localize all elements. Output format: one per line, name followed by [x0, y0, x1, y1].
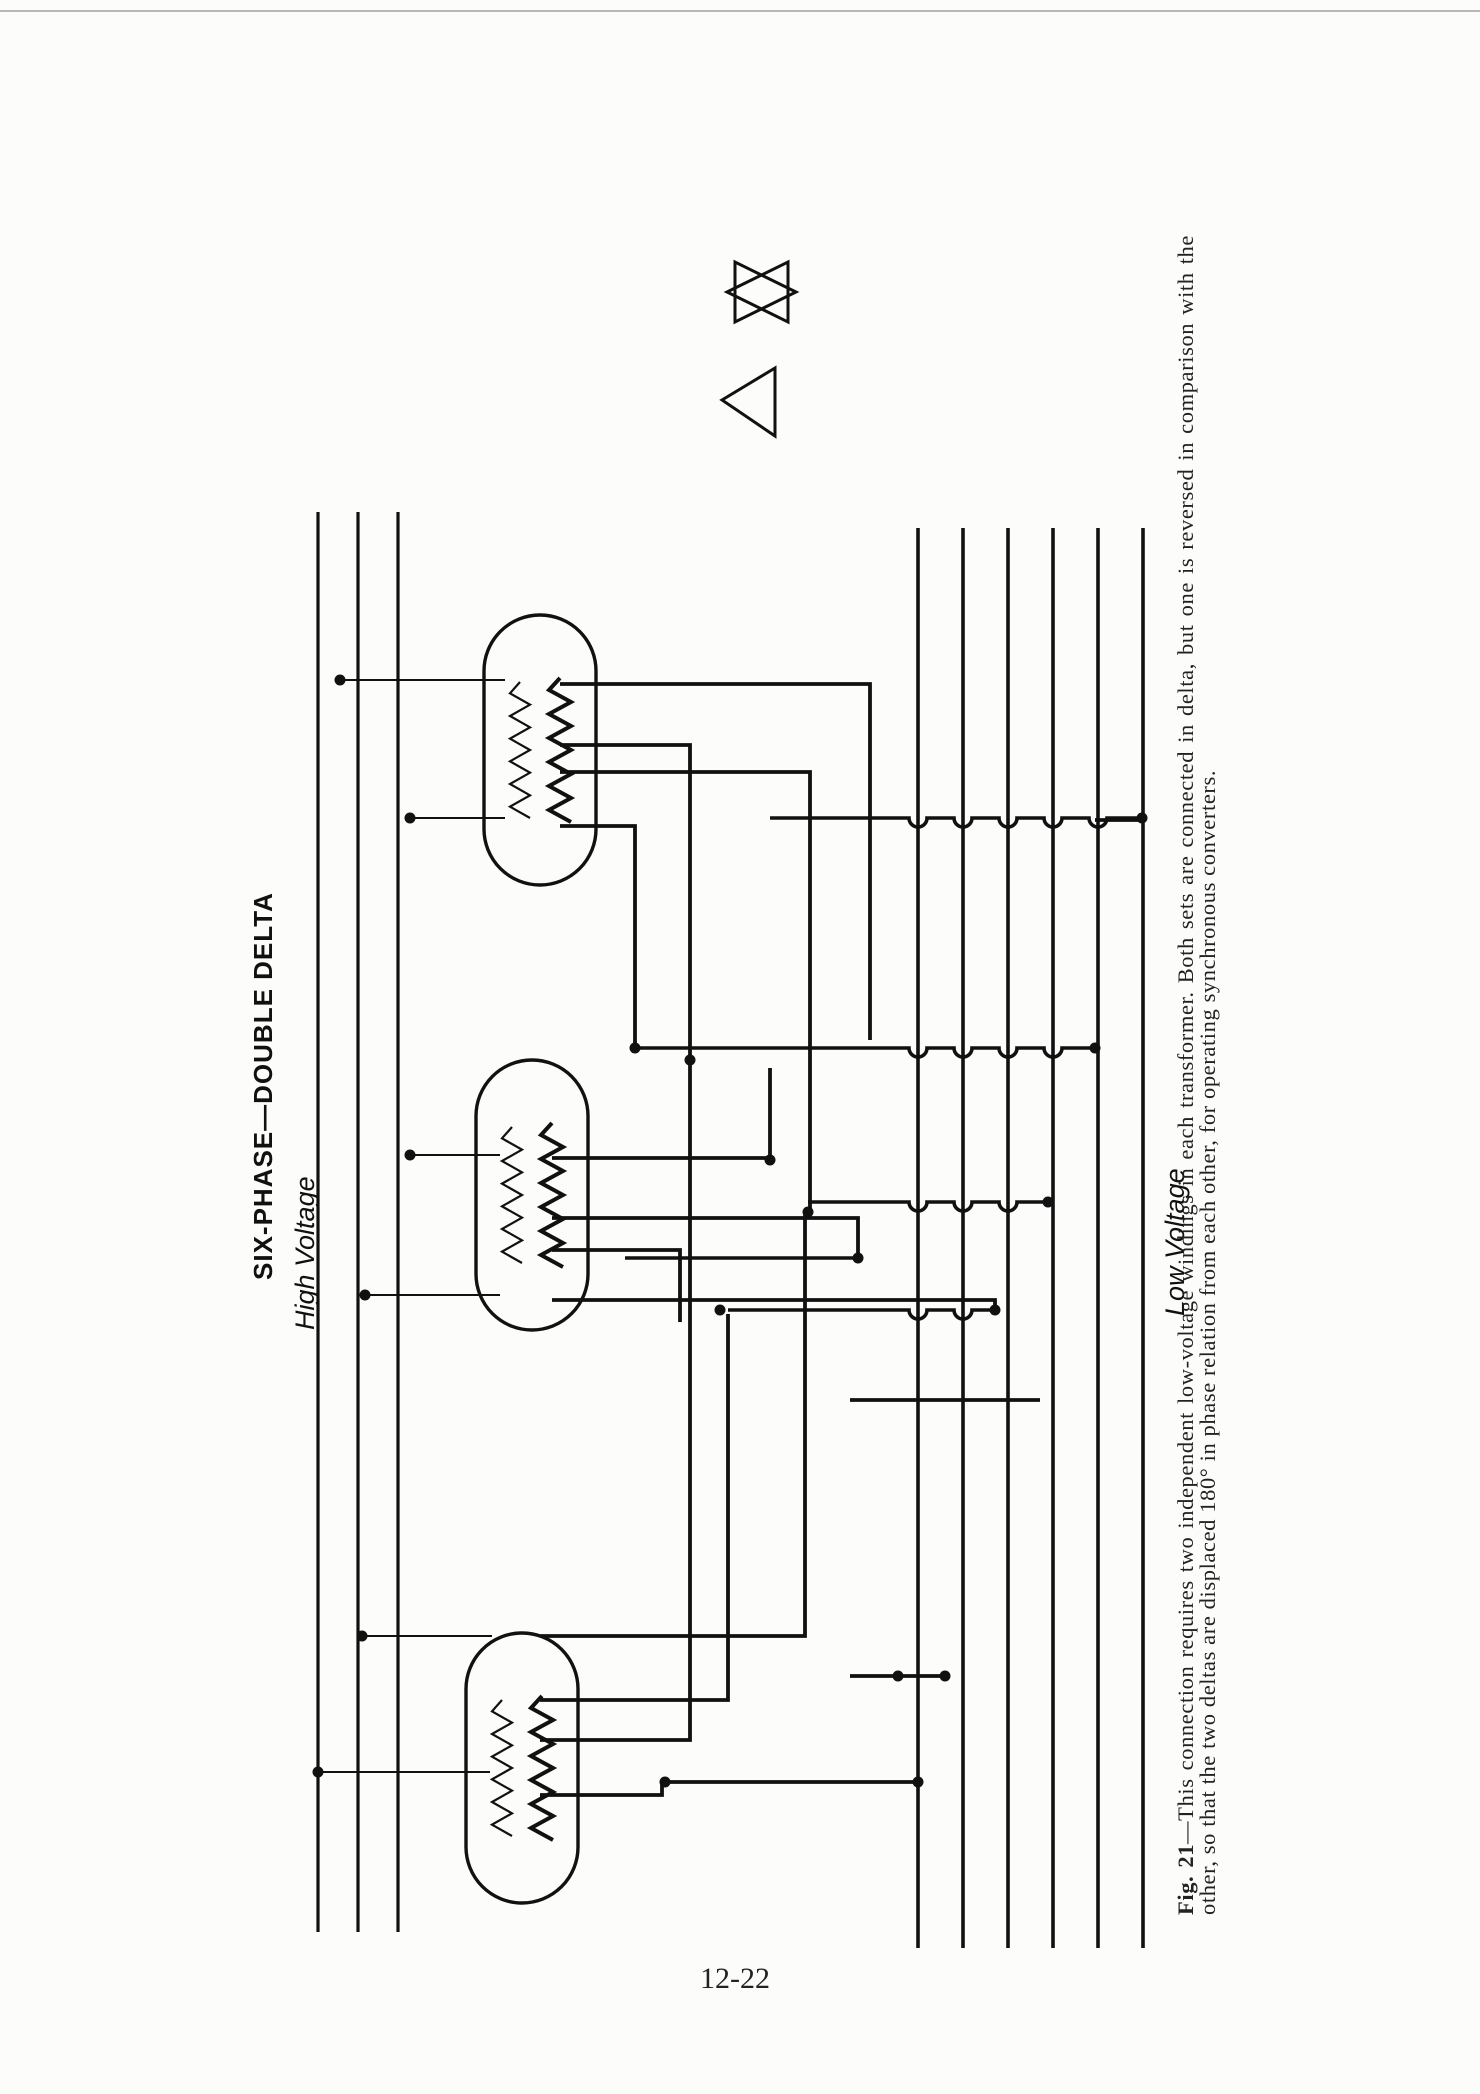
secondary-wire-5 [552, 1068, 772, 1160]
transformer-2 [474, 1058, 590, 1332]
transformer-3 [464, 1631, 580, 1905]
secondary-wire-10 [540, 1314, 730, 1702]
secondary-wire-7 [552, 1248, 682, 1322]
secondary-coil-1 [544, 676, 576, 824]
connection-wires [318, 679, 1142, 1797]
junction-dots [312, 674, 1148, 1788]
junction-dot-4 [359, 1289, 371, 1301]
secondary-wire-9 [540, 1212, 807, 1638]
caption-text: —This connection requires two independen… [1173, 235, 1220, 1915]
junction-dot-7 [1136, 812, 1148, 824]
junction-dot-11 [764, 1154, 776, 1166]
high-voltage-lines [316, 512, 400, 1932]
bus-bar-1 [770, 816, 1142, 829]
junction-dot-13 [852, 1252, 864, 1264]
secondary-wire-11 [540, 1060, 692, 1742]
primary-coil-1 [507, 681, 533, 819]
junction-dot-3 [404, 1149, 416, 1161]
secondary-wire-4 [560, 824, 637, 1048]
bus-bar-3 [808, 1200, 1048, 1213]
junction-dot-9 [989, 1304, 1001, 1316]
junction-dot-6 [312, 1766, 324, 1778]
junction-dot-2 [404, 812, 416, 824]
secondary-wire-6 [552, 1216, 860, 1258]
primary-coil-3 [489, 1699, 515, 1837]
delta-symbol [719, 365, 777, 439]
high-voltage-label: High Voltage [290, 1176, 320, 1330]
page-number: 12-22 [700, 1962, 770, 1995]
junction-dot-1 [334, 674, 346, 686]
junction-dot-19 [659, 1776, 671, 1788]
figure-caption: Fig. 21—This connection requires two ind… [1173, 235, 1220, 1915]
secondary-wire-2 [560, 743, 692, 1055]
junction-dot-20 [892, 1670, 904, 1682]
junction-dot-8 [1089, 1042, 1101, 1054]
secondary-coil-3 [526, 1694, 558, 1842]
junction-dot-15 [629, 1042, 641, 1054]
junction-dot-16 [684, 1054, 696, 1066]
secondary-wire-1 [560, 682, 872, 1040]
phase-symbols [719, 259, 800, 439]
transformer-1 [482, 613, 598, 887]
bus-bar-2 [635, 1046, 1095, 1059]
bus-bar-4 [728, 1308, 998, 1321]
junction-dot-10 [1042, 1196, 1054, 1208]
low-voltage-lines [916, 528, 1145, 1948]
secondary-wire-12 [540, 1780, 664, 1797]
diagram-title: SIX-PHASE—DOUBLE DELTA [248, 892, 278, 1280]
secondary-coil-2 [536, 1121, 568, 1269]
junction-dot-18 [912, 1776, 924, 1788]
junction-dot-12 [802, 1206, 814, 1218]
junction-dot-17 [939, 1670, 951, 1682]
hexagram-triangle-a [723, 259, 790, 325]
junction-dot-5 [356, 1630, 368, 1642]
primary-coil-2 [499, 1126, 525, 1264]
transformers [464, 613, 598, 1905]
hexagram-triangle-b [733, 259, 800, 325]
junction-dot-14 [714, 1304, 726, 1316]
secondary-wire-3 [560, 770, 812, 1215]
top-border [0, 10, 1480, 12]
